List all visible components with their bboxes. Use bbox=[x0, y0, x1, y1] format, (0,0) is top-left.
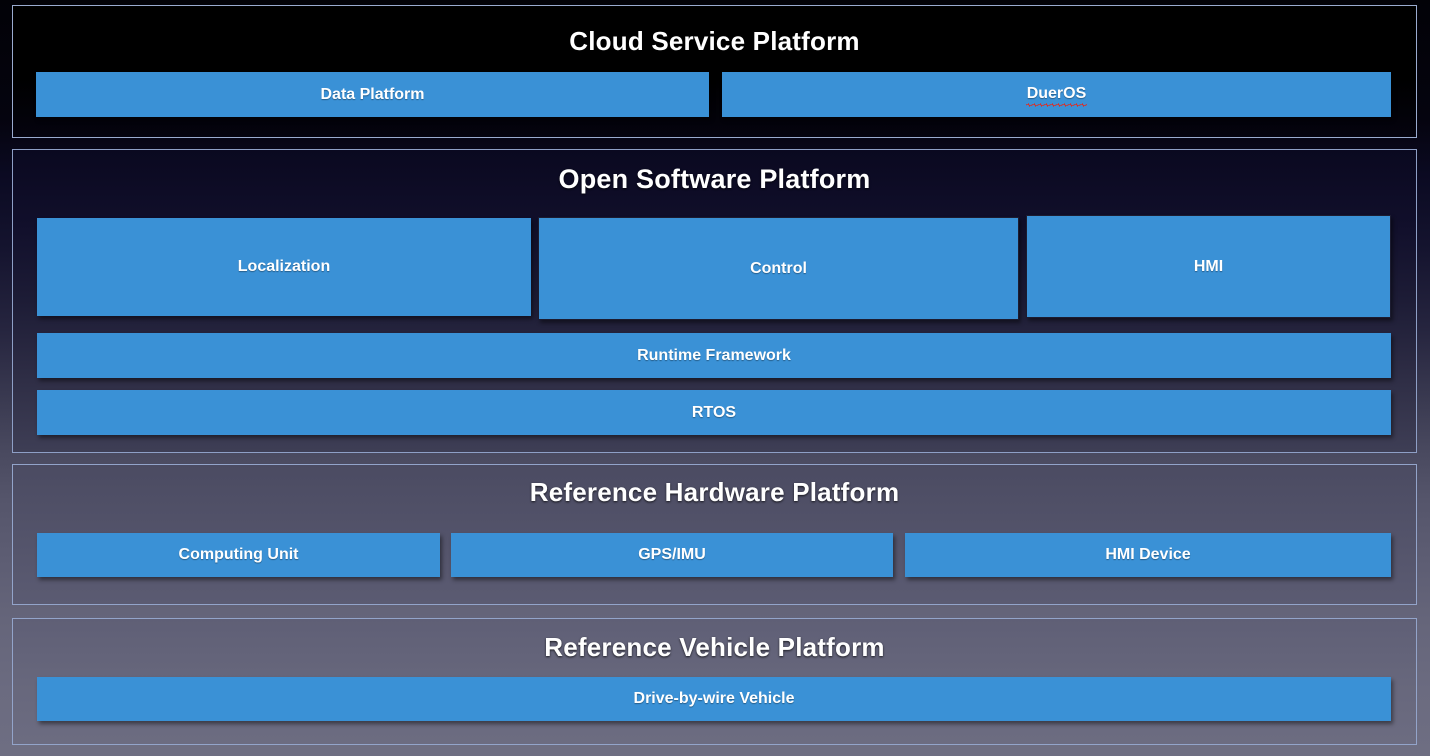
box-rtos[interactable]: RTOS bbox=[37, 390, 1391, 435]
box-hmi[interactable]: HMI bbox=[1026, 215, 1391, 318]
section-title-cloud-service-platform: Cloud Service Platform bbox=[569, 26, 860, 56]
section-title-reference-hardware-platform: Reference Hardware Platform bbox=[529, 477, 900, 507]
box-gps-imu[interactable]: GPS/IMU bbox=[451, 533, 893, 577]
box-label-computing-unit: Computing Unit bbox=[178, 546, 299, 563]
box-label-localization: Localization bbox=[237, 258, 331, 275]
box-data-platform[interactable]: Data Platform bbox=[36, 72, 709, 117]
box-label-hmi: HMI bbox=[1193, 257, 1224, 275]
box-drive-by-wire-vehicle[interactable]: Drive-by-wire Vehicle bbox=[37, 677, 1391, 721]
box-label-dueros: DuerOS bbox=[1025, 85, 1087, 107]
section-title-reference-vehicle-platform: Reference Vehicle Platform bbox=[544, 632, 885, 662]
section-title-open-software-platform: Open Software Platform bbox=[558, 164, 871, 194]
box-dueros[interactable]: DuerOS bbox=[722, 72, 1391, 117]
box-label-runtime-framework: Runtime Framework bbox=[637, 346, 791, 364]
box-label-drive-by-wire-vehicle: Drive-by-wire Vehicle bbox=[633, 690, 795, 707]
box-localization[interactable]: Localization bbox=[37, 218, 531, 316]
section-cloud-service-platform: Cloud Service Platform Data Platform Due… bbox=[12, 5, 1417, 138]
box-label-control: Control bbox=[750, 259, 807, 277]
box-label-data-platform: Data Platform bbox=[320, 85, 425, 103]
box-runtime-framework[interactable]: Runtime Framework bbox=[37, 333, 1391, 378]
box-label-gps-imu: GPS/IMU bbox=[638, 546, 706, 563]
box-computing-unit[interactable]: Computing Unit bbox=[37, 533, 440, 577]
box-label-hmi-device: HMI Device bbox=[1105, 546, 1191, 563]
section-reference-vehicle-platform: Reference Vehicle Platform Drive-by-wire… bbox=[12, 618, 1417, 745]
box-hmi-device[interactable]: HMI Device bbox=[905, 533, 1391, 577]
section-open-software-platform: Open Software Platform Localization Cont… bbox=[12, 149, 1417, 453]
box-label-rtos: RTOS bbox=[691, 403, 737, 421]
section-reference-hardware-platform: Reference Hardware Platform Computing Un… bbox=[12, 464, 1417, 605]
box-control[interactable]: Control bbox=[538, 217, 1019, 320]
